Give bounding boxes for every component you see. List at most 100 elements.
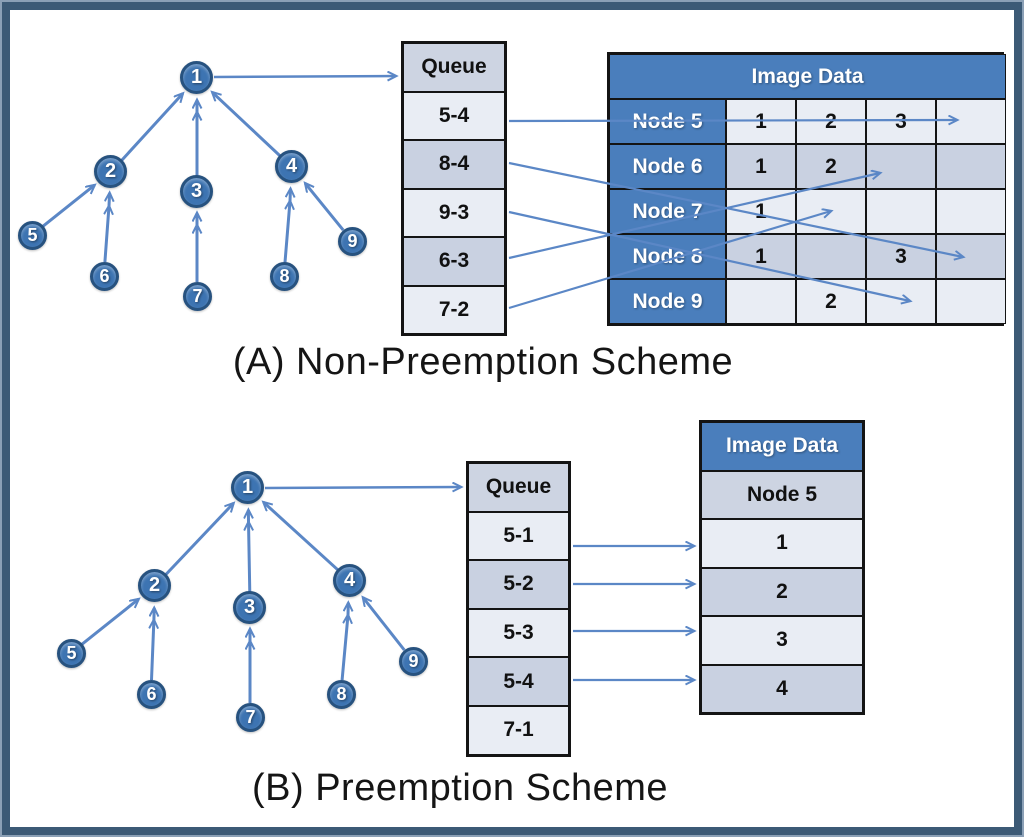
tree-b-node-1-label: 1 xyxy=(241,476,254,498)
image-data-a-row-label-node6: Node 6 xyxy=(609,144,726,189)
image-data-a-cell xyxy=(936,279,1006,324)
tree-b-node-5: 5 xyxy=(57,639,86,668)
tree-b-node-6: 6 xyxy=(137,680,166,709)
tree-a-node-1-label: 1 xyxy=(190,66,203,88)
tree-a-node-7: 7 xyxy=(183,282,212,311)
image-data-a-row-label-node5: Node 5 xyxy=(609,99,726,144)
image-data-a-cell xyxy=(936,99,1006,144)
queue-b-arrows xyxy=(573,546,694,680)
queue-b-item-4: 7-1 xyxy=(468,705,569,755)
queue-b-item-0: 5-1 xyxy=(468,511,569,561)
image-data-a-header: Image Data xyxy=(609,54,1006,99)
queue-a-item-4: 7-2 xyxy=(403,285,505,334)
edge-a-6-2 xyxy=(103,193,110,263)
queue-a-item-1: 8-4 xyxy=(403,140,505,189)
tree-b-node-7: 7 xyxy=(236,703,265,732)
edge-b-6-2 xyxy=(152,608,155,681)
image-data-b-cell-1: 1 xyxy=(701,519,863,568)
queue-b-header: Queue xyxy=(468,463,569,512)
image-data-a-cell: 3 xyxy=(866,234,936,279)
tree-a-node-7-label: 7 xyxy=(192,286,203,306)
image-data-a-cell xyxy=(936,144,1006,189)
tree-a-node-2-label: 2 xyxy=(104,160,117,182)
queue-a-header: Queue xyxy=(403,43,505,92)
image-data-a-cell xyxy=(726,279,796,324)
image-data-a-cell: 2 xyxy=(796,99,866,144)
image-data-a-row-label-node8: Node 8 xyxy=(609,234,726,279)
image-data-a-cell: 2 xyxy=(796,144,866,189)
queue-table-a: Queue 5-4 8-4 9-3 6-3 7-2 xyxy=(401,41,507,336)
tree-a-node-6: 6 xyxy=(90,262,119,291)
tree-b-node-2-label: 2 xyxy=(148,574,161,596)
edge-a-8-4 xyxy=(283,189,291,263)
image-data-a-cell xyxy=(866,279,936,324)
edge-b-3-1 xyxy=(248,510,249,594)
edge-a-4-1 xyxy=(212,92,282,158)
image-data-a-cell xyxy=(936,189,1006,234)
tree-a-node-8-label: 8 xyxy=(279,266,290,286)
image-data-a-cell: 1 xyxy=(726,234,796,279)
edge-a-2-1 xyxy=(120,94,183,162)
queue-a-item-3: 6-3 xyxy=(403,237,505,286)
queue-b-item-1: 5-2 xyxy=(468,560,569,609)
image-data-table-a: Image Data Node 5 1 2 3 Node 6 1 2 Node … xyxy=(607,52,1006,326)
image-data-b-cell-3: 3 xyxy=(701,616,863,665)
tree-a-node-5-label: 5 xyxy=(27,225,38,245)
edge-b-2-1 xyxy=(164,503,234,576)
image-data-a-cell xyxy=(866,189,936,234)
image-data-a-row-label-node7: Node 7 xyxy=(609,189,726,234)
tree-b-node-4: 4 xyxy=(333,564,366,597)
edge-b-4-1 xyxy=(264,502,340,572)
tree-b-node-3-label: 3 xyxy=(243,596,256,618)
edge-b-9-4 xyxy=(363,598,406,651)
image-data-a-cell: 1 xyxy=(726,189,796,234)
image-data-a-cell: 1 xyxy=(726,144,796,189)
tree-b-node-9-label: 9 xyxy=(408,651,419,671)
arrow-a-root-to-queue xyxy=(213,76,396,77)
image-data-a-cell xyxy=(796,189,866,234)
edge-b-8-4 xyxy=(340,603,348,681)
tree-a-node-4: 4 xyxy=(275,150,308,183)
tree-a-node-9-label: 9 xyxy=(347,231,358,251)
image-data-a-cell xyxy=(866,144,936,189)
edge-a-9-4 xyxy=(305,183,345,232)
tree-b-node-2: 2 xyxy=(138,569,171,602)
image-data-a-row-label-node9: Node 9 xyxy=(609,279,726,324)
image-data-a-cell: 3 xyxy=(866,99,936,144)
image-data-a-cell xyxy=(796,234,866,279)
image-data-a-cell xyxy=(936,234,1006,279)
arrow-b-root-to-queue xyxy=(264,487,461,488)
image-data-b-cell-2: 2 xyxy=(701,567,863,616)
image-data-b-cell-4: 4 xyxy=(701,664,863,713)
image-data-b-header: Image Data xyxy=(701,422,863,471)
tree-b-node-7-label: 7 xyxy=(245,707,256,727)
panel-a-title: (A) Non-Preemption Scheme xyxy=(232,341,734,383)
image-data-b-subheader: Node 5 xyxy=(701,470,863,519)
tree-a-node-4-label: 4 xyxy=(285,155,298,177)
tree-a-node-5: 5 xyxy=(18,221,47,250)
tree-a-node-8: 8 xyxy=(270,262,299,291)
image-data-table-b: Image Data Node 5 1 2 3 4 xyxy=(699,420,865,715)
tree-b-node-5-label: 5 xyxy=(66,643,77,663)
tree-a-node-3-label: 3 xyxy=(190,180,203,202)
queue-b-item-3: 5-4 xyxy=(468,657,569,706)
queue-table-b: Queue 5-1 5-2 5-3 5-4 7-1 xyxy=(466,461,571,757)
tree-b-node-9: 9 xyxy=(399,647,428,676)
image-data-a-cell: 2 xyxy=(796,279,866,324)
tree-a-node-6-label: 6 xyxy=(99,266,110,286)
edge-b-5-2 xyxy=(80,599,139,646)
tree-b-node-8: 8 xyxy=(327,680,356,709)
queue-b-item-2: 5-3 xyxy=(468,608,569,658)
image-data-a-cell: 1 xyxy=(726,99,796,144)
tree-b-node-6-label: 6 xyxy=(146,684,157,704)
tree-a-node-3: 3 xyxy=(180,175,213,208)
tree-b-node-3: 3 xyxy=(233,591,266,624)
tree-a-node-9: 9 xyxy=(338,227,367,256)
tree-b-node-4-label: 4 xyxy=(343,569,356,591)
edge-a-5-2 xyxy=(41,185,95,228)
queue-a-item-2: 9-3 xyxy=(403,188,505,237)
tree-a-node-1: 1 xyxy=(180,61,213,94)
tree-b-node-8-label: 8 xyxy=(336,684,347,704)
tree-b-node-1: 1 xyxy=(231,471,264,504)
